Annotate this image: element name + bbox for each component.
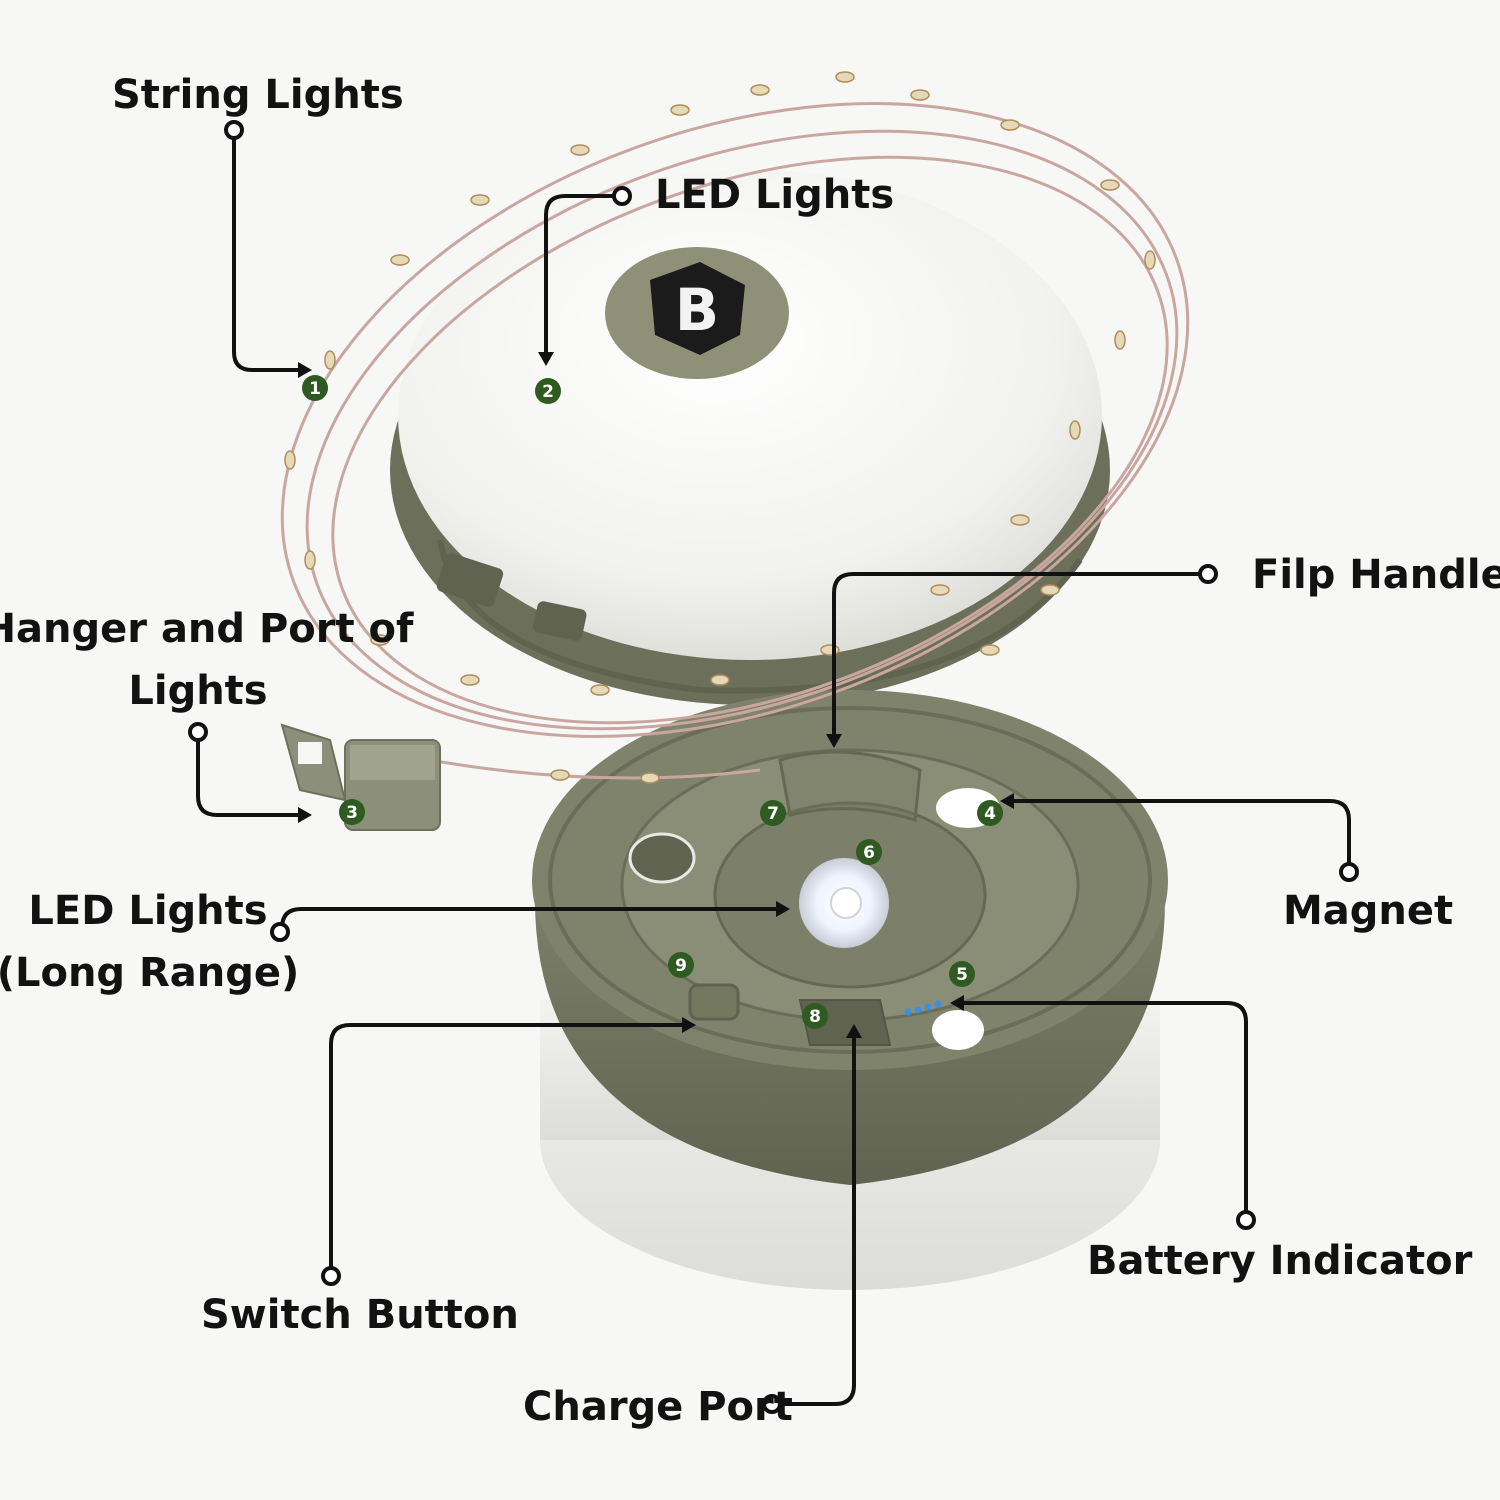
marker-5: 5 [949, 961, 975, 987]
charge-port-arrow [846, 1024, 862, 1038]
svg-text:7: 7 [767, 804, 779, 824]
label-switch-button: Switch Button [201, 1292, 519, 1338]
marker-6: 6 [856, 839, 882, 865]
svg-text:1: 1 [309, 379, 321, 399]
label-led-long-line1: LED Lights [28, 888, 268, 934]
label-battery-indicator: Battery Indicator [1087, 1238, 1473, 1284]
label-led-long-range: LED Lights (Long Range) [0, 880, 299, 1004]
label-magnet: Magnet [1283, 888, 1454, 934]
switch-button-arrow [682, 1017, 696, 1033]
svg-text:8: 8 [809, 1007, 821, 1027]
callout-arrowheads [298, 352, 1014, 1038]
filp-handle-arrow [826, 734, 842, 748]
label-hanger-line2: Lights [128, 668, 268, 714]
svg-text:6: 6 [863, 843, 875, 863]
svg-text:B: B [675, 276, 719, 344]
magnet-leader [1008, 799, 1351, 866]
numbered-markers: 1 2 3 4 5 6 7 8 9 [302, 375, 1003, 1029]
string-lights-arrow [298, 362, 312, 378]
led-long-arrow [776, 901, 790, 917]
hanger-clip [280, 723, 441, 831]
label-led-lights-top: LED Lights [655, 172, 895, 218]
string-light-bulbs [284, 71, 1156, 784]
svg-text:3: 3 [346, 803, 358, 823]
led-lights-top-endpoint [612, 186, 632, 206]
svg-text:4: 4 [984, 804, 996, 824]
label-string-lights: String Lights [112, 72, 404, 118]
marker-2: 2 [535, 378, 561, 404]
switch-button-leader [329, 1023, 689, 1270]
magnet-arrow [1000, 793, 1014, 809]
hanger-endpoint [188, 722, 208, 742]
hanger-arrow [298, 807, 312, 823]
marker-8: 8 [802, 1003, 828, 1029]
label-charge-port: Charge Port [523, 1384, 793, 1430]
marker-9: 9 [668, 952, 694, 978]
charge-port-endpoint [762, 1394, 782, 1414]
hanger-leader [196, 738, 305, 817]
battery-endpoint [1236, 1210, 1256, 1230]
led-lights-top-arrow [538, 352, 554, 366]
charge-port-leader [778, 1033, 856, 1406]
svg-text:2: 2 [542, 382, 554, 402]
battery-arrow [950, 995, 964, 1011]
marker-3: 3 [339, 799, 365, 825]
base-lantern [532, 690, 1168, 1290]
filp-handle-endpoint [1198, 564, 1218, 584]
magnet-endpoint [1339, 862, 1359, 882]
label-led-long-line2: (Long Range) [0, 950, 300, 996]
marker-1: 1 [302, 375, 328, 401]
marker-7: 7 [760, 800, 786, 826]
switch-button-endpoint [321, 1266, 341, 1286]
string-lights-leader [232, 136, 307, 372]
led-long-endpoint [270, 922, 290, 942]
filp-handle-leader [832, 572, 1202, 740]
callout-endpoints [188, 120, 1359, 1414]
svg-text:5: 5 [956, 965, 968, 985]
battery-leader [958, 1001, 1248, 1214]
marker-4: 4 [977, 800, 1003, 826]
svg-text:9: 9 [675, 956, 687, 976]
label-filp-handle: Filp Handle [1252, 552, 1500, 598]
b-shield-logo-icon: B [605, 247, 789, 379]
top-dome-lantern [390, 170, 1110, 705]
label-hanger-line1: Hanger and Port of [0, 606, 414, 652]
label-hanger-port: Hanger and Port of Lights [0, 598, 413, 722]
string-lights-endpoint [224, 120, 244, 140]
led-lights-top-leader [544, 194, 616, 360]
battery-indicator-dots [904, 1000, 942, 1016]
